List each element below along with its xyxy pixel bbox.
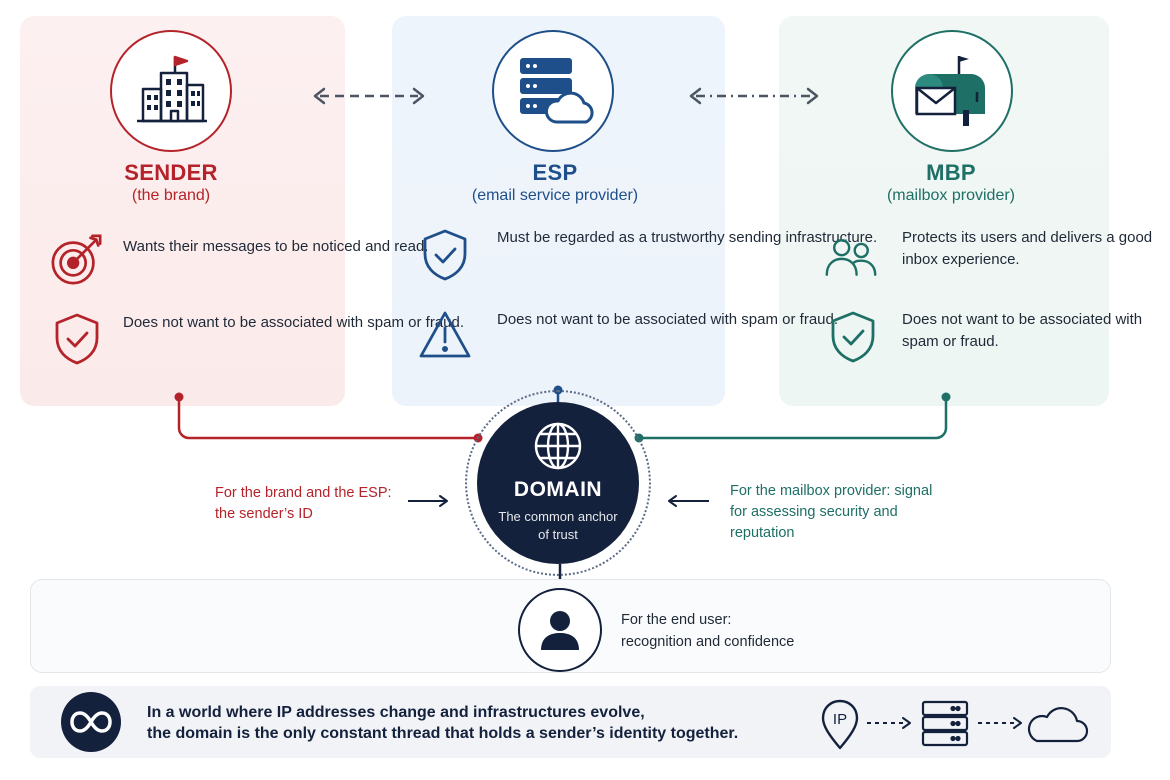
domain-dotted-ring: [465, 390, 651, 576]
mailbox-provider-note: For the mailbox provider: signal for ass…: [730, 483, 933, 541]
user-icon: [541, 611, 579, 650]
footer-line-2: the domain is the only constant thread t…: [147, 725, 739, 742]
sender-title: SENDER: [124, 160, 218, 185]
mbp-point-2-icon-wrap: [826, 310, 880, 364]
sender-hero-circle: [110, 30, 232, 152]
mbp-point-1-icon-wrap: [824, 230, 878, 284]
sender-esp-arrow: [313, 87, 425, 105]
mbp-title: MBP: [926, 160, 976, 185]
mailbox-envelope-icon: [915, 56, 985, 126]
infinity-icon: [70, 711, 112, 733]
end-user-circle: [518, 588, 602, 672]
esp-mbp-arrow: [689, 87, 819, 105]
esp-point-2-icon-wrap: [418, 308, 472, 362]
sender-point-1-text: Wants their messages to be noticed and r…: [123, 238, 429, 255]
mbp-point-2-text: Does not want to be associated with spam…: [902, 311, 1143, 350]
esp-title: ESP: [532, 160, 578, 185]
infrastructure-flow: IP: [821, 699, 1089, 750]
esp-subtitle: (email service provider): [471, 187, 639, 204]
sender-subtitle: (the brand): [131, 187, 211, 204]
end-user-line-1: For the end user:: [621, 612, 732, 628]
esp-hero-circle: [492, 30, 614, 152]
server-cloud-icon: [520, 58, 594, 124]
esp-point-1-icon-wrap: [418, 228, 472, 282]
globe-icon: [534, 422, 582, 470]
mbp-connector-dot: [941, 392, 951, 402]
domain-title: DOMAIN: [513, 478, 603, 501]
mbp-hero-circle: [891, 30, 1013, 152]
users-icon: [825, 239, 877, 276]
sender-point-2-icon-wrap: [50, 312, 104, 366]
sender-point-2-text: Does not want to be associated with spam…: [123, 314, 465, 331]
brand-esp-note: For the brand and the ESP: the sender’s …: [215, 485, 392, 522]
sender-point-1-icon-wrap: [50, 232, 104, 286]
infinity-circle: [61, 692, 121, 752]
shield-check-icon: [423, 229, 467, 281]
server-stack-icon: [921, 700, 969, 747]
target-arrow-icon: [51, 234, 102, 285]
cloud-icon: [1027, 707, 1089, 743]
domain-hub: DOMAIN The common anchor of trust: [477, 402, 639, 564]
esp-point-1-text: Must be regarded as a trustworthy sendin…: [497, 229, 878, 246]
ip-location-pin-icon: IP: [821, 699, 859, 750]
footer-line-1: In a world where IP addresses change and…: [147, 704, 645, 721]
warning-triangle-icon: [419, 311, 471, 358]
sender-connector-line: [177, 397, 478, 440]
esp-point-2-text: Does not want to be associated with spam…: [497, 311, 839, 328]
sender-connector-dot: [174, 392, 184, 402]
office-building-flag-icon: [137, 55, 207, 123]
ip-label: IP: [833, 711, 847, 728]
mbp-connector-line: [639, 397, 948, 440]
mbp-subtitle: (mailbox provider): [886, 187, 1016, 204]
domain-subtitle: The common anchor of trust: [498, 509, 618, 542]
shield-check-icon: [831, 311, 875, 363]
end-user-line-2: recognition and confidence: [621, 634, 795, 650]
footer-text: In a world where IP addresses change and…: [147, 702, 738, 744]
end-user-text: For the end user: recognition and confid…: [621, 609, 794, 653]
shield-check-icon: [55, 313, 99, 365]
mbp-point-1-text: Protects its users and delivers a good i…: [902, 229, 1153, 268]
